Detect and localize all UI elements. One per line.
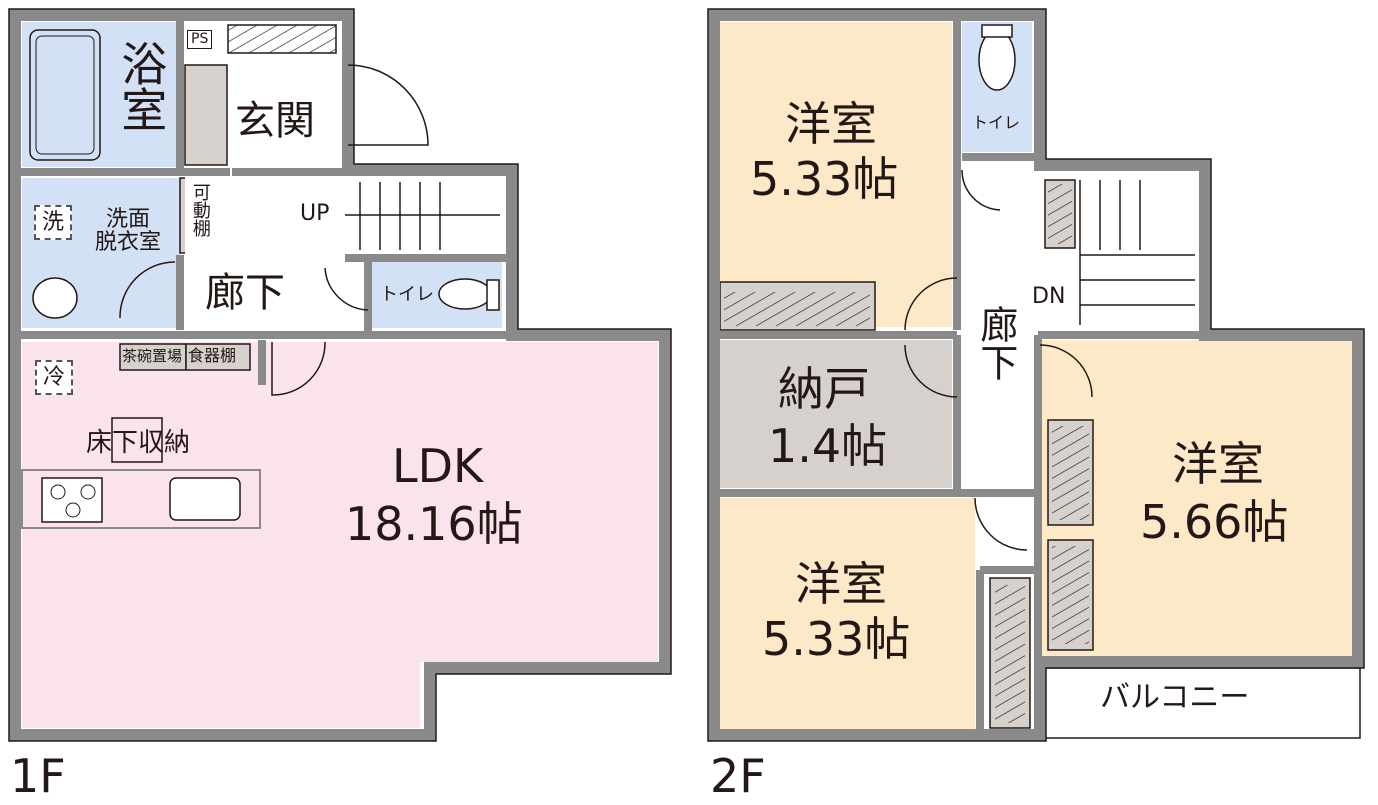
western-right-name-label: 洋室 bbox=[1172, 437, 1264, 491]
toilet-bowl-1f bbox=[438, 278, 492, 310]
tea-cupboard-label: 茶碗置場 bbox=[122, 347, 183, 365]
western-right-size-label: 5.66帖 bbox=[1140, 495, 1289, 549]
hallway-1f-label: 廊下 bbox=[205, 270, 285, 316]
floor-2-plan bbox=[707, 8, 1365, 742]
tea-cupboard-box bbox=[119, 343, 187, 371]
walls-2f-outline bbox=[707, 8, 1365, 742]
western-bottom-area bbox=[720, 498, 975, 730]
dish-cabinet-box bbox=[185, 343, 251, 371]
shoe-shelf bbox=[184, 64, 228, 166]
closet-size-label: 1.4帖 bbox=[768, 419, 888, 473]
doors-1f bbox=[119, 64, 429, 396]
dish-cabinet-label: 食器棚 bbox=[188, 346, 237, 365]
floor-1-plan bbox=[8, 8, 672, 742]
closet-name-label: 納戸 bbox=[778, 362, 870, 416]
hallway-2f-label: 廊下 bbox=[973, 305, 1018, 381]
hallway-1f bbox=[185, 170, 375, 330]
western-top-area bbox=[720, 22, 952, 327]
ldk-size-label: 18.16帖 bbox=[345, 497, 523, 551]
walls-1f-outline bbox=[8, 8, 672, 742]
closet-area bbox=[720, 340, 952, 488]
ldk-area bbox=[22, 342, 658, 728]
fridge-label: 冷 bbox=[35, 360, 74, 396]
entrance-label: 玄関 bbox=[235, 98, 315, 144]
western-bottom-size-label: 5.33帖 bbox=[762, 612, 911, 666]
western-top-name-label: 洋室 bbox=[785, 97, 877, 151]
toilet-1f-label: トイレ bbox=[380, 284, 434, 305]
cooktop bbox=[41, 477, 103, 523]
kitchen-sink bbox=[169, 477, 241, 521]
stair-treads-2f bbox=[1079, 180, 1195, 325]
up-label: UP bbox=[300, 201, 330, 226]
interior-walls-1f bbox=[15, 15, 665, 385]
balcony-area bbox=[1044, 667, 1361, 739]
underfloor-hatch bbox=[111, 417, 163, 463]
ldk-name-label: LDK bbox=[392, 439, 484, 493]
bathtub bbox=[29, 29, 101, 161]
movable-shelf-label: 可動棚 bbox=[189, 183, 211, 237]
washbasin bbox=[32, 277, 78, 319]
underfloor-storage-label: 床下収納 bbox=[86, 428, 191, 458]
western-top-size-label: 5.33帖 bbox=[750, 152, 899, 206]
hallway-2f bbox=[962, 160, 1034, 490]
balcony-label: バルコニー bbox=[1100, 680, 1250, 715]
ps-label: PS bbox=[187, 30, 213, 49]
washroom-label: 洗面 脱衣室 bbox=[95, 207, 162, 256]
washer-label: 洗 bbox=[34, 205, 73, 241]
toilet-2f-label: トイレ bbox=[972, 113, 1021, 132]
dn-label: DN bbox=[1032, 284, 1066, 309]
stair-treads-1f bbox=[345, 182, 500, 250]
floor1-label: 1F bbox=[10, 749, 66, 803]
pipe-shaft-hatch bbox=[227, 24, 337, 54]
toilet-bowl-2f bbox=[978, 29, 1016, 91]
western-bottom-name-label: 洋室 bbox=[795, 557, 887, 611]
bath-label: 浴室 bbox=[114, 40, 169, 132]
doors-2f bbox=[904, 169, 1093, 551]
floor2-label: 2F bbox=[710, 749, 766, 803]
